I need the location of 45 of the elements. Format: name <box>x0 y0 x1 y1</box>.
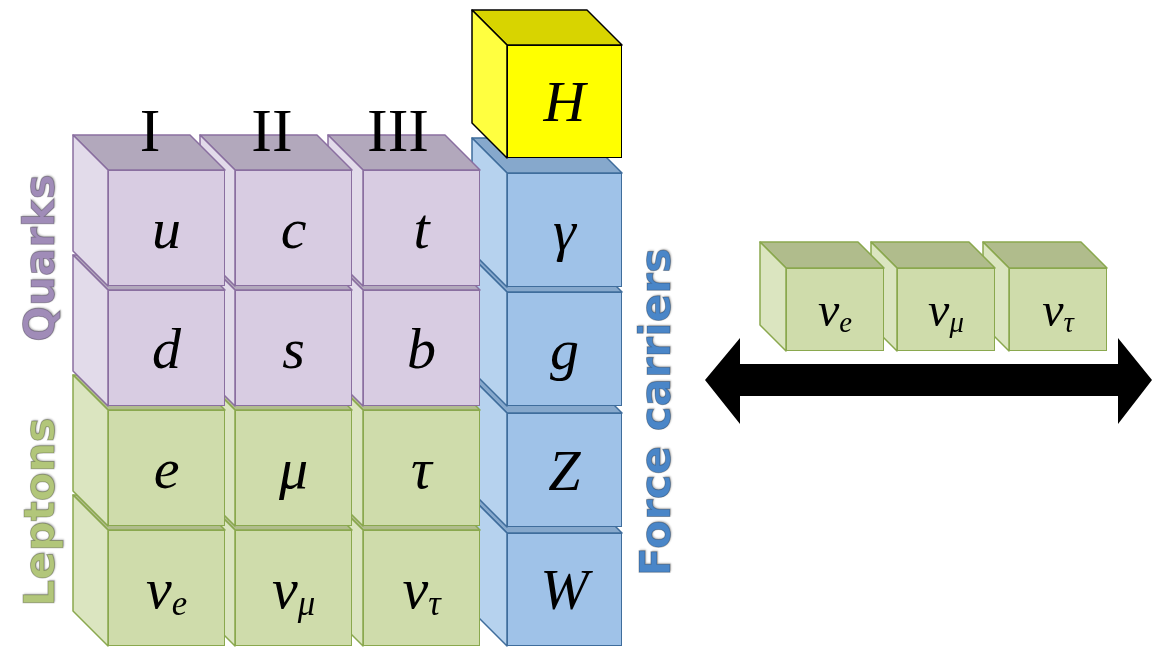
cube-front <box>235 290 352 406</box>
particle-symbol: γ <box>552 196 578 265</box>
cube-front <box>235 530 352 646</box>
cube-front <box>507 292 622 406</box>
particle-symbol: c <box>279 194 308 263</box>
cube-front <box>235 170 352 286</box>
particle-symbol: d <box>151 314 182 383</box>
particle-symbol: W <box>508 534 621 645</box>
generation-label: III <box>367 99 429 161</box>
particle-symbol: ν$_{e}$ <box>144 554 189 625</box>
cube-front <box>897 268 995 351</box>
particle-symbol: H <box>542 68 589 136</box>
particle-symbol: Z <box>547 436 582 505</box>
particle-symbol: ν$_{τ}$ <box>401 554 443 625</box>
group-label: Leptons <box>19 417 61 607</box>
cube-front <box>786 268 884 351</box>
cube-front <box>1009 268 1107 351</box>
generation-label: II <box>251 99 293 161</box>
cube-front <box>363 530 480 646</box>
particle-symbol: ν$_{μ}$ <box>270 554 317 625</box>
cube-front <box>108 410 225 526</box>
group-label: Quarks <box>19 174 61 342</box>
particle-symbol: ν$_{e}$ <box>816 282 854 340</box>
cube-front <box>507 173 622 287</box>
particle-symbol: μ <box>277 434 310 503</box>
particle-symbol: t <box>412 194 432 263</box>
cube-front <box>507 413 622 527</box>
cube-front <box>363 290 480 406</box>
particle-symbol: s <box>281 314 306 383</box>
cube-front <box>363 170 480 286</box>
cube-front <box>108 170 225 286</box>
group-label: Force carriers <box>635 248 677 576</box>
particle-symbol: u <box>151 194 182 263</box>
particle-symbol: g <box>549 315 580 384</box>
cube-front <box>108 530 225 646</box>
cube-front <box>507 45 622 158</box>
generation-label: I <box>139 99 161 161</box>
particle-symbol: ν$_{τ}$ <box>1041 282 1076 340</box>
particle-symbol: ν$_{μ}$ <box>927 282 965 340</box>
cube-front <box>108 290 225 406</box>
particle-symbol: b <box>406 314 437 383</box>
particle-symbol: τ <box>410 434 435 503</box>
cube-front <box>363 410 480 526</box>
cube-front <box>235 410 352 526</box>
particle-symbol: e <box>152 434 181 503</box>
